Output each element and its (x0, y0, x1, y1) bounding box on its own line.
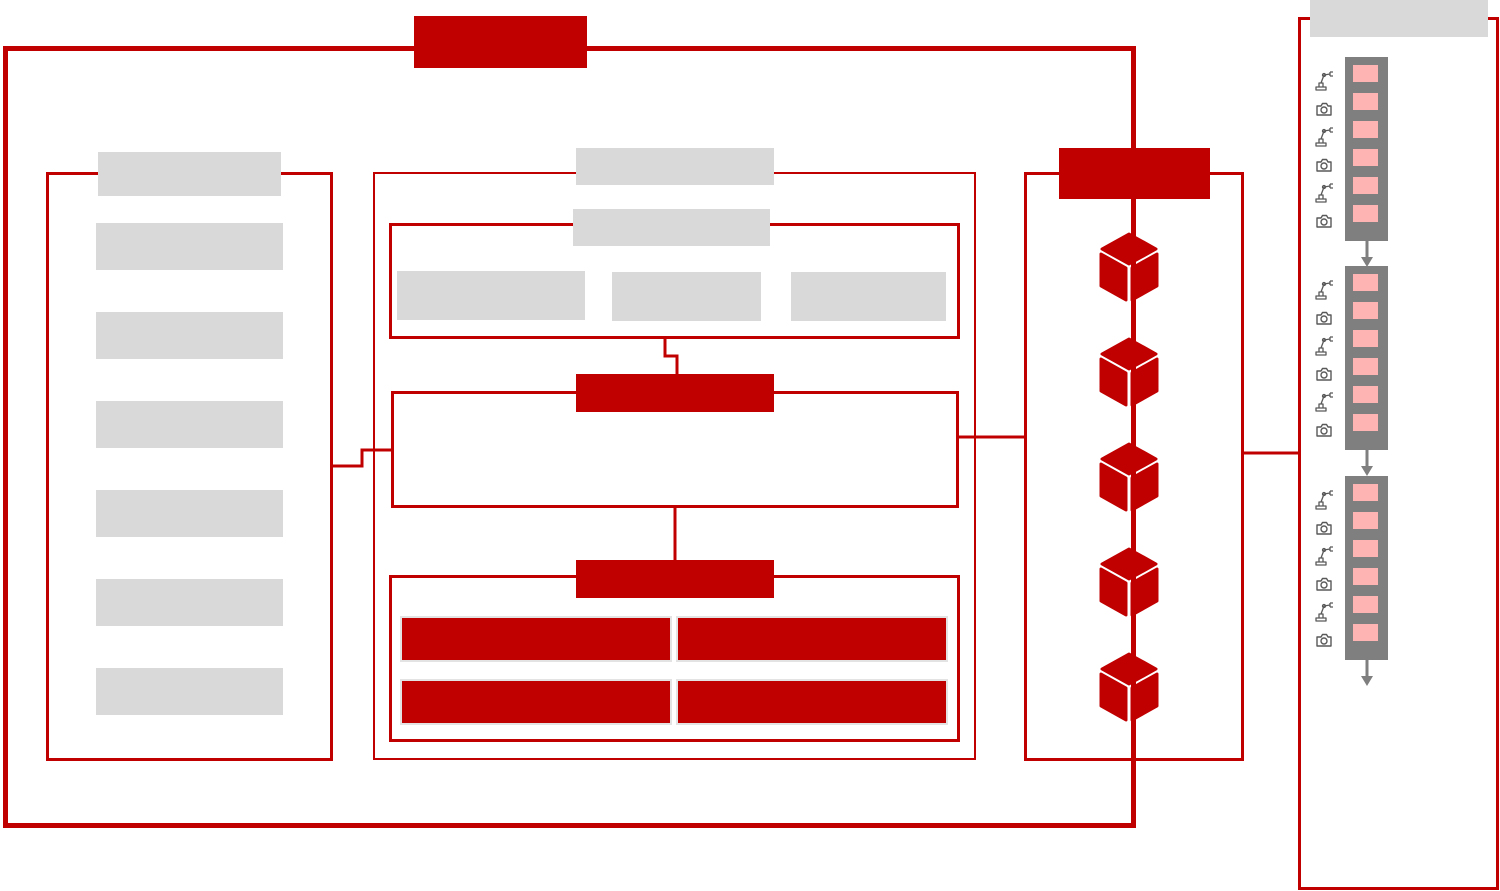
station-slot (1353, 93, 1378, 110)
robot-arm-icon (1315, 602, 1333, 622)
cube-icon (1099, 442, 1159, 512)
station-slot (1353, 65, 1378, 82)
center-panel-title (576, 148, 774, 185)
left-panel-item (96, 579, 283, 626)
camera-icon (1316, 102, 1332, 116)
station-slot (1353, 414, 1378, 431)
station-strip (1345, 476, 1388, 660)
station-strip (1345, 266, 1388, 450)
cube-icon (1099, 337, 1159, 407)
camera-icon (1316, 367, 1332, 381)
camera-icon (1316, 633, 1332, 647)
robot-arm-icon (1315, 336, 1333, 356)
flow-arrow-down-icon (1361, 660, 1373, 686)
left-panel-item (96, 223, 283, 270)
center-middle-group-title (576, 374, 774, 412)
camera-icon (1316, 577, 1332, 591)
robot-arm-icon (1315, 183, 1333, 203)
left-panel-item (96, 490, 283, 537)
center-bottom-cell (676, 616, 948, 662)
station-slot (1353, 512, 1378, 529)
center-bottom-group-title (576, 560, 774, 598)
cube-icon (1099, 232, 1159, 302)
station-slot (1353, 121, 1378, 138)
center-top-item (612, 272, 761, 321)
left-panel-item (96, 668, 283, 715)
camera-icon (1316, 311, 1332, 325)
flow-arrow-down-icon (1361, 241, 1373, 267)
center-bottom-cell (400, 616, 672, 662)
station-strip (1345, 57, 1388, 241)
camera-icon (1316, 521, 1332, 535)
robot-arm-icon (1315, 71, 1333, 91)
station-slot (1353, 386, 1378, 403)
robot-arm-icon (1315, 127, 1333, 147)
right-panel-title (1059, 148, 1210, 199)
station-slot (1353, 596, 1378, 613)
far-right-panel (1298, 17, 1499, 890)
center-top-item (397, 271, 585, 320)
robot-arm-icon (1315, 280, 1333, 300)
flow-arrow-down-icon (1361, 450, 1373, 476)
station-slot (1353, 274, 1378, 291)
left-panel-title (98, 152, 281, 196)
camera-icon (1316, 158, 1332, 172)
station-slot (1353, 177, 1378, 194)
camera-icon (1316, 214, 1332, 228)
center-bottom-cell (400, 679, 672, 725)
outer-frame-label (414, 16, 587, 68)
station-slot (1353, 484, 1378, 501)
station-slot (1353, 358, 1378, 375)
center-top-item (791, 272, 946, 321)
robot-arm-icon (1315, 392, 1333, 412)
far-right-panel-title (1310, 0, 1488, 37)
center-top-group-title (573, 209, 770, 246)
center-bottom-cell (676, 679, 948, 725)
station-slot (1353, 149, 1378, 166)
cube-icon (1099, 547, 1159, 617)
cube-icon (1099, 652, 1159, 722)
robot-arm-icon (1315, 490, 1333, 510)
station-slot (1353, 302, 1378, 319)
station-slot (1353, 568, 1378, 585)
left-panel-item (96, 401, 283, 448)
station-slot (1353, 330, 1378, 347)
robot-arm-icon (1315, 546, 1333, 566)
camera-icon (1316, 423, 1332, 437)
left-panel-item (96, 312, 283, 359)
station-slot (1353, 624, 1378, 641)
station-slot (1353, 540, 1378, 557)
station-slot (1353, 205, 1378, 222)
